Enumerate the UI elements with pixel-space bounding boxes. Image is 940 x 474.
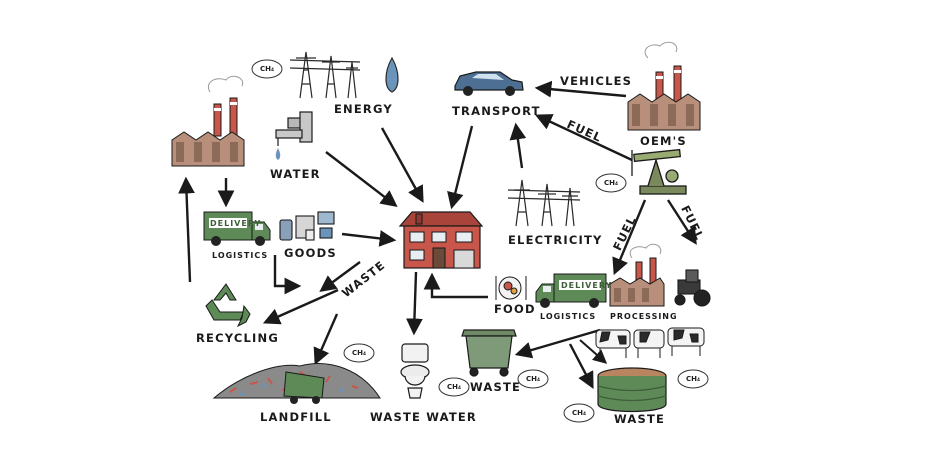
arrow-goods-to-house — [341, 230, 397, 247]
methane-cloud-icon: CH₄ — [676, 368, 710, 390]
waste-water-label: WASTE WATER — [370, 410, 477, 424]
methane-label: CH₄ — [259, 65, 275, 73]
oem-factory-icon — [627, 41, 701, 131]
methane-cloud-icon: CH₄ — [594, 172, 628, 194]
arrow-water-to-house — [325, 151, 398, 208]
energy-pylons — [289, 51, 361, 99]
arrow-house-to-landfill — [319, 261, 361, 292]
arrow-electricity-to-transport — [509, 122, 527, 169]
processing-label: PROCESSING — [610, 312, 678, 321]
gas-flame-icon — [385, 56, 399, 93]
left-delivery-truck-icon — [203, 211, 271, 246]
arrow-food-to-house — [423, 272, 488, 299]
arrow-cows-to-tank-2 — [579, 339, 608, 364]
landfill-heap-icon — [212, 363, 381, 404]
arrow-to-landfill — [313, 313, 339, 366]
goods-label: GOODS — [284, 246, 337, 260]
recycling-icon — [205, 283, 251, 328]
tractor-icon — [674, 269, 711, 307]
methane-label: CH₄ — [571, 409, 587, 417]
car-icon — [454, 71, 524, 96]
arrow-oilpump-fuel-to-processing — [612, 199, 647, 276]
arrow-logistics-to-goods-branch — [273, 255, 302, 295]
processing-factory-icon — [609, 243, 665, 307]
recycling-label: RECYCLING — [196, 331, 279, 345]
house-icon — [398, 211, 484, 269]
methane-cloud-icon: CH₄ — [516, 368, 550, 390]
waste-bin-icon — [461, 329, 517, 377]
right-delivery-truck-icon — [535, 273, 607, 308]
methane-label: CH₄ — [685, 375, 701, 383]
vehicles-label: VEHICLES — [560, 74, 633, 88]
food-label: FOOD — [494, 302, 536, 316]
methane-label: CH₄ — [603, 179, 619, 187]
arrow-oilpump-fuel-to-tractor — [666, 199, 697, 245]
delivery-sign-right: DELIVERY — [561, 281, 613, 290]
logistics-label-left: LOGISTICS — [212, 251, 269, 260]
methane-label: CH₄ — [446, 383, 462, 391]
water-tap-icon — [275, 111, 313, 160]
arrow-waste-to-recycling — [262, 288, 339, 325]
arrow-cows-to-bin — [514, 328, 601, 359]
electricity-pylons — [507, 179, 581, 227]
arrow-vehicles-to-transport — [534, 80, 627, 98]
waste-tank-icon — [597, 367, 667, 413]
small-arrows — [579, 339, 608, 364]
toilet-icon — [400, 343, 430, 399]
delivery-sign-left: DELIVERY — [210, 219, 262, 228]
goods-icons — [279, 211, 335, 241]
energy-label: ENERGY — [334, 102, 393, 116]
methane-cloud-icon: CH₄ — [342, 342, 376, 364]
methane-label: CH₄ — [525, 375, 541, 383]
arrow-house-to-wastewater — [406, 271, 423, 336]
arrow-transport-to-house — [447, 125, 474, 210]
cows-icon — [595, 327, 705, 358]
electricity-label: ELECTRICITY — [508, 233, 603, 247]
oems-label: OEM'S — [640, 134, 687, 148]
methane-cloud-icon: CH₄ — [250, 58, 284, 80]
water-label: WATER — [270, 167, 321, 181]
waste-tank-label: WASTE — [614, 412, 666, 426]
transport-label: TRANSPORT — [452, 104, 541, 118]
arrow-energy-to-house — [380, 127, 424, 203]
arrow-recycling-to-factory — [178, 176, 195, 283]
methane-cloud-icon: CH₄ — [437, 376, 471, 398]
landfill-label: LANDFILL — [260, 410, 332, 424]
methane-cloud-icon: CH₄ — [562, 402, 596, 424]
logistics-label-right: LOGISTICS — [540, 312, 597, 321]
food-plate-icon — [495, 276, 527, 300]
flow-arrows — [178, 80, 697, 389]
oil-pump-icon — [631, 148, 687, 195]
arrow-cows-to-tank — [568, 343, 594, 389]
methane-label: CH₄ — [351, 349, 367, 357]
arrow-oilpump-fuel-to-transport — [534, 114, 633, 162]
waste-bin-label: WASTE — [470, 380, 522, 394]
left-factory-icon — [171, 75, 245, 167]
